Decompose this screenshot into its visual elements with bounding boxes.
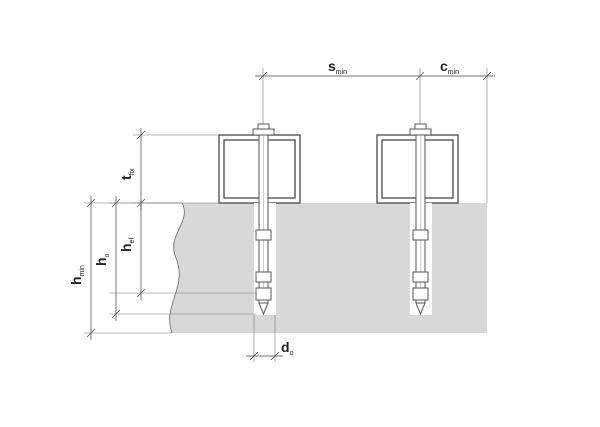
dimension-s-c xyxy=(255,68,495,203)
label-d-o: do xyxy=(281,339,294,357)
label-s-min: smin xyxy=(328,58,347,76)
dimension-hmin xyxy=(84,196,182,340)
concrete-base xyxy=(169,203,488,333)
dimension-d xyxy=(246,315,283,362)
label-h-ef: hef xyxy=(118,238,136,252)
concrete-break-line xyxy=(169,202,185,334)
dimension-t xyxy=(133,128,219,210)
label-h-o: ho xyxy=(93,253,111,266)
dimension-hef xyxy=(109,200,256,300)
anchor-bolt-right xyxy=(409,123,432,316)
anchor-bolt-left xyxy=(252,123,276,316)
label-h-min: hmin xyxy=(68,265,86,285)
label-t-fix: tfix xyxy=(118,168,136,180)
label-c-min: cmin xyxy=(440,58,459,76)
